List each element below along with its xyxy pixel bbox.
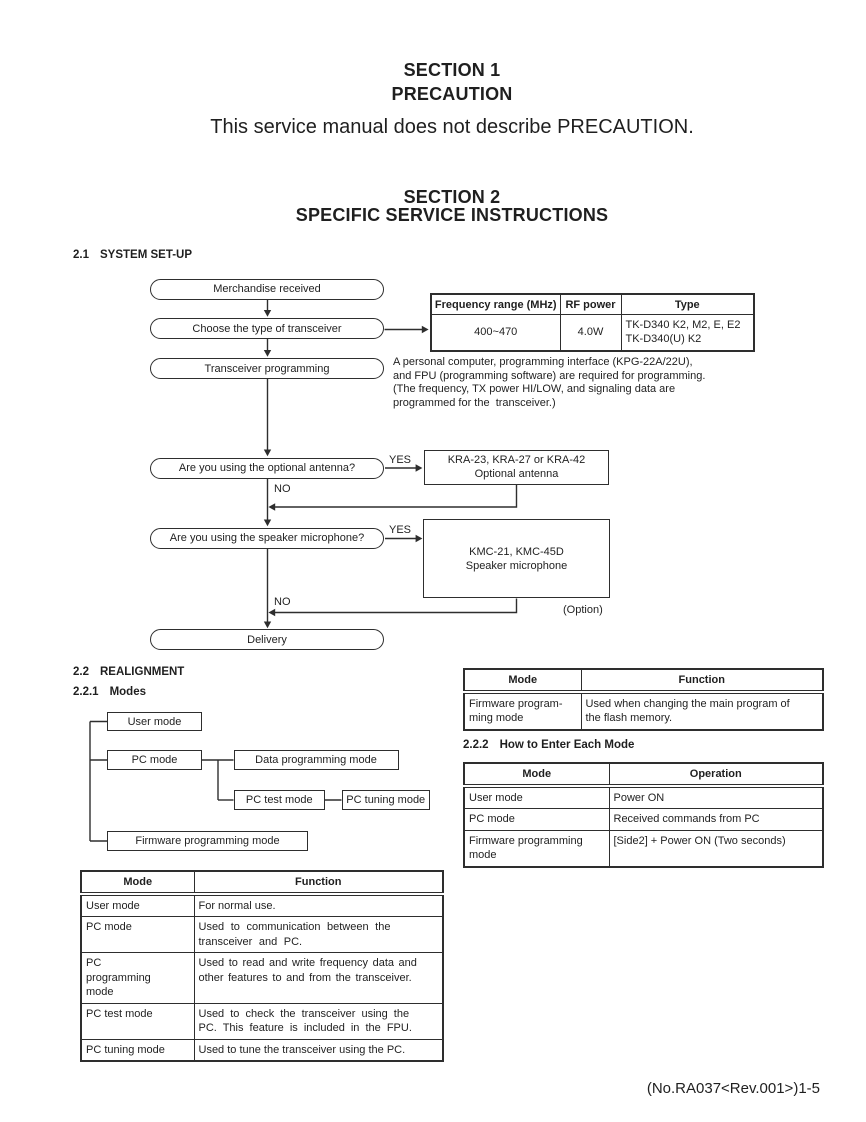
heading-2-1-label: SYSTEM SET-UP	[100, 249, 193, 261]
tree-node-pc-tuning-mode: PC tuning mode	[341, 790, 430, 810]
column-header: Mode	[80, 870, 195, 896]
tree-node-pc-mode: PC mode	[107, 750, 202, 770]
column-header: RF power	[559, 293, 622, 315]
table-cell: PC mode	[463, 808, 610, 831]
table-cell: For normal use.	[193, 893, 444, 917]
column-header: Mode	[463, 668, 582, 694]
tree-node-data-programming-mode: Data programming mode	[233, 750, 399, 770]
column-header: Function	[580, 668, 824, 694]
table-cell: PC mode	[80, 916, 195, 953]
yes-label-antenna: YES	[388, 453, 413, 466]
table-cell: User mode	[80, 893, 195, 917]
column-header: Frequency range (MHz)	[430, 293, 561, 315]
table-cell: PC test mode	[80, 1002, 195, 1040]
table-cell: Used to check the transceiver using the …	[193, 1002, 444, 1040]
heading-2-2: 2.2 REALIGNMENT	[73, 666, 184, 678]
heading-2-2-1-label: Modes	[109, 685, 146, 698]
column-header: Mode	[463, 762, 610, 788]
section-2-title: SECTION 2	[403, 187, 501, 207]
table-header-row: Frequency range (MHz) RF power Type	[430, 293, 755, 315]
antenna-option-box: KRA-23, KRA-27 or KRA-42 Optional antenn…	[424, 449, 609, 485]
table-cell: Used to read and write frequency data an…	[193, 952, 444, 1004]
heading-2-1: 2.1 SYSTEM SET-UP	[73, 249, 192, 261]
section-2-subtitle: SPECIFIC SERVICE INSTRUCTIONS	[295, 205, 609, 225]
table-row: Firmware programming mode[Side2] + Power…	[463, 829, 824, 867]
flow-node-delivery: Delivery	[150, 629, 384, 650]
flow-node-transceiver-programming: Transceiver programming	[150, 358, 384, 379]
flow-node-microphone-question: Are you using the speaker microphone?	[150, 527, 384, 549]
heading-2-2-2-number: 2.2.2	[463, 738, 489, 751]
table-cell: Firmware programming mode	[463, 829, 610, 867]
table-cell: 4.0W	[559, 314, 622, 351]
column-header: Type	[620, 293, 755, 315]
table-cell: [Side2] + Power ON (Two seconds)	[608, 829, 824, 867]
heading-2-2-label: REALIGNMENT	[100, 666, 185, 678]
firmware-mode-table: Mode Function Firmware program- ming mod…	[463, 667, 824, 731]
heading-2-2-number: 2.2	[73, 666, 89, 678]
table-cell: Used when changing the main program of t…	[580, 691, 824, 730]
microphone-option-box: KMC-21, KMC-45D Speaker microphone	[423, 519, 610, 598]
section-1-title: SECTION 1	[403, 60, 501, 80]
yes-label-microphone: YES	[388, 524, 413, 536]
table-header-row: Mode Function	[463, 668, 824, 694]
table-cell: Firmware program- ming mode	[463, 691, 582, 730]
heading-2-2-1: 2.2.1 Modes	[73, 686, 146, 698]
heading-2-2-2: 2.2.2 How to Enter Each Mode	[463, 739, 634, 751]
table-header-row: Mode Operation	[463, 762, 824, 788]
intro-text: This service manual does not describe PR…	[210, 116, 694, 138]
column-header: Function	[193, 870, 444, 896]
section-1-subtitle: PRECAUTION	[391, 84, 513, 104]
flow-node-antenna-question: Are you using the optional antenna?	[150, 457, 384, 479]
table-cell: Received commands from PC	[608, 808, 824, 831]
table-cell: TK-D340 K2, M2, E, E2 TK-D340(U) K2	[620, 314, 755, 351]
table-cell: User mode	[463, 785, 610, 809]
tree-node-firmware-programming-mode: Firmware programming mode	[107, 831, 308, 851]
heading-2-2-2-label: How to Enter Each Mode	[499, 738, 635, 751]
page-footer: (No.RA037<Rev.001>)1-5	[646, 1080, 820, 1097]
table-cell: PC programming mode	[80, 952, 195, 1004]
tree-node-pc-test-mode: PC test mode	[233, 790, 325, 810]
tree-node-user-mode: User mode	[107, 712, 202, 731]
table-cell: Power ON	[608, 785, 824, 809]
heading-2-1-number: 2.1	[73, 249, 89, 261]
frequency-table: Frequency range (MHz) RF power Type 400~…	[430, 293, 755, 352]
no-label-antenna: NO	[273, 483, 292, 495]
column-header: Operation	[608, 762, 824, 788]
option-label: (Option)	[562, 603, 604, 616]
table-cell: Used to communication between the transc…	[193, 916, 444, 953]
no-label-microphone: NO	[273, 595, 292, 608]
programming-note: A personal computer, programming interfa…	[393, 356, 706, 409]
table-header-row: Mode Function	[80, 870, 444, 896]
flow-node-choose-transceiver: Choose the type of transceiver	[150, 318, 384, 339]
flow-node-merchandise-received: Merchandise received	[150, 278, 384, 300]
table-cell: PC tuning mode	[80, 1038, 195, 1062]
table-cell: Used to tune the transceiver using the P…	[193, 1038, 444, 1062]
heading-2-2-1-number: 2.2.1	[73, 685, 99, 698]
table-cell: 400~470	[430, 314, 561, 351]
